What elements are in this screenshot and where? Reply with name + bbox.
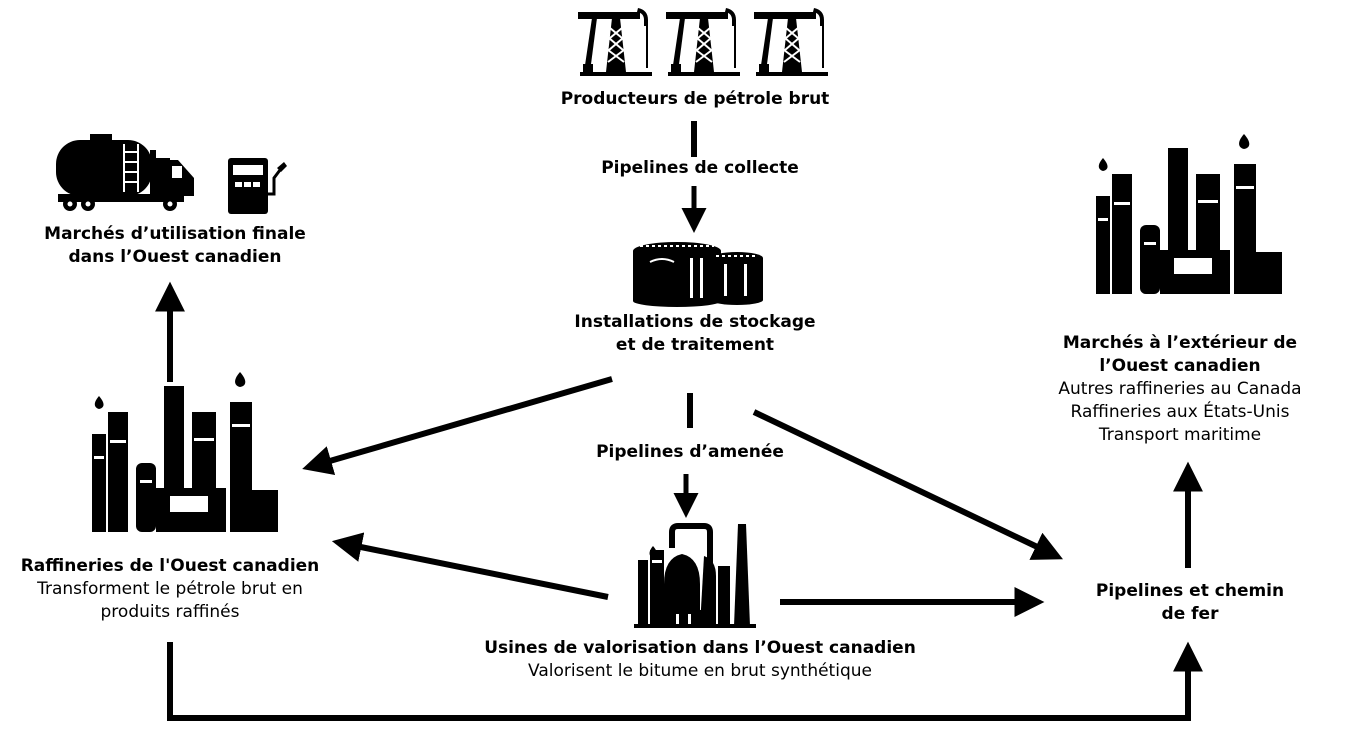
upgraders-label: Usines de valorisation dans l’Ouest cana… <box>440 637 960 683</box>
feeder-pipelines-title: Pipelines d’amenée <box>596 442 784 462</box>
feeder-pipelines-label: Pipelines d’amenée <box>530 441 850 464</box>
refineries-desc-line2: produits raffinés <box>100 602 240 622</box>
refinery-icon <box>1096 134 1282 294</box>
refinery-icon <box>92 372 278 532</box>
outside-detail: Autres raffineries au Canada <box>1058 379 1302 399</box>
tanker-truck-icon <box>56 134 194 211</box>
arrow-refineries-to-rail <box>167 641 1203 721</box>
storage-title-line1: Installations de stockage <box>574 312 816 332</box>
upgraders-desc: Valorisent le bitume en brut synthétique <box>528 661 872 681</box>
arrow-storage-to-rail <box>752 409 1064 560</box>
upgraders-title: Usines de valorisation dans l’Ouest cana… <box>484 638 916 658</box>
fuel-pump-icon <box>228 158 287 214</box>
storage-title-line2: et de traitement <box>615 335 775 355</box>
outside-detail: Transport maritime <box>1098 425 1262 445</box>
arrow-storage-to-refineries <box>302 376 613 476</box>
storage-tanks-icon <box>633 242 763 307</box>
end-use-title-line1: Marchés d’utilisation finale <box>44 224 306 244</box>
pumpjack-icon <box>665 7 741 77</box>
pumpjack-icon <box>577 7 653 77</box>
outside-title-line2: l’Ouest canadien <box>1099 356 1261 376</box>
producers-label: Producteurs de pétrole brut <box>520 88 870 111</box>
connector-arrows <box>155 121 1203 721</box>
outside-title-line1: Marchés à l’extérieur de <box>1062 333 1298 353</box>
rail-title-line1: Pipelines et chemin <box>1095 581 1285 601</box>
refineries-title: Raffineries de l'Ouest canadien <box>20 556 320 576</box>
upgrader-icon <box>634 523 756 628</box>
outside-detail: Raffineries aux États-Unis <box>1070 402 1290 422</box>
gathering-pipelines-label: Pipelines de collecte <box>540 157 860 180</box>
storage-label: Installations de stockage et de traiteme… <box>520 311 870 357</box>
rail-title-line2: de fer <box>1161 604 1219 624</box>
refineries-desc-line1: Transforment le pétrole brut en <box>37 579 303 599</box>
refineries-label: Raffineries de l'Ouest canadien Transfor… <box>0 555 340 624</box>
pumpjack-icon <box>753 7 829 77</box>
end-use-markets-label: Marchés d’utilisation finale dans l’Oues… <box>10 223 340 269</box>
end-use-title-line2: dans l’Ouest canadien <box>68 247 282 267</box>
outside-markets-label: Marchés à l’extérieur de l’Ouest canadie… <box>1020 332 1340 447</box>
gathering-pipelines-title: Pipelines de collecte <box>601 158 799 178</box>
pipelines-rail-label: Pipelines et chemin de fer <box>1060 580 1320 626</box>
producers-title: Producteurs de pétrole brut <box>560 89 830 109</box>
arrow-upgraders-to-refineries <box>331 532 609 600</box>
